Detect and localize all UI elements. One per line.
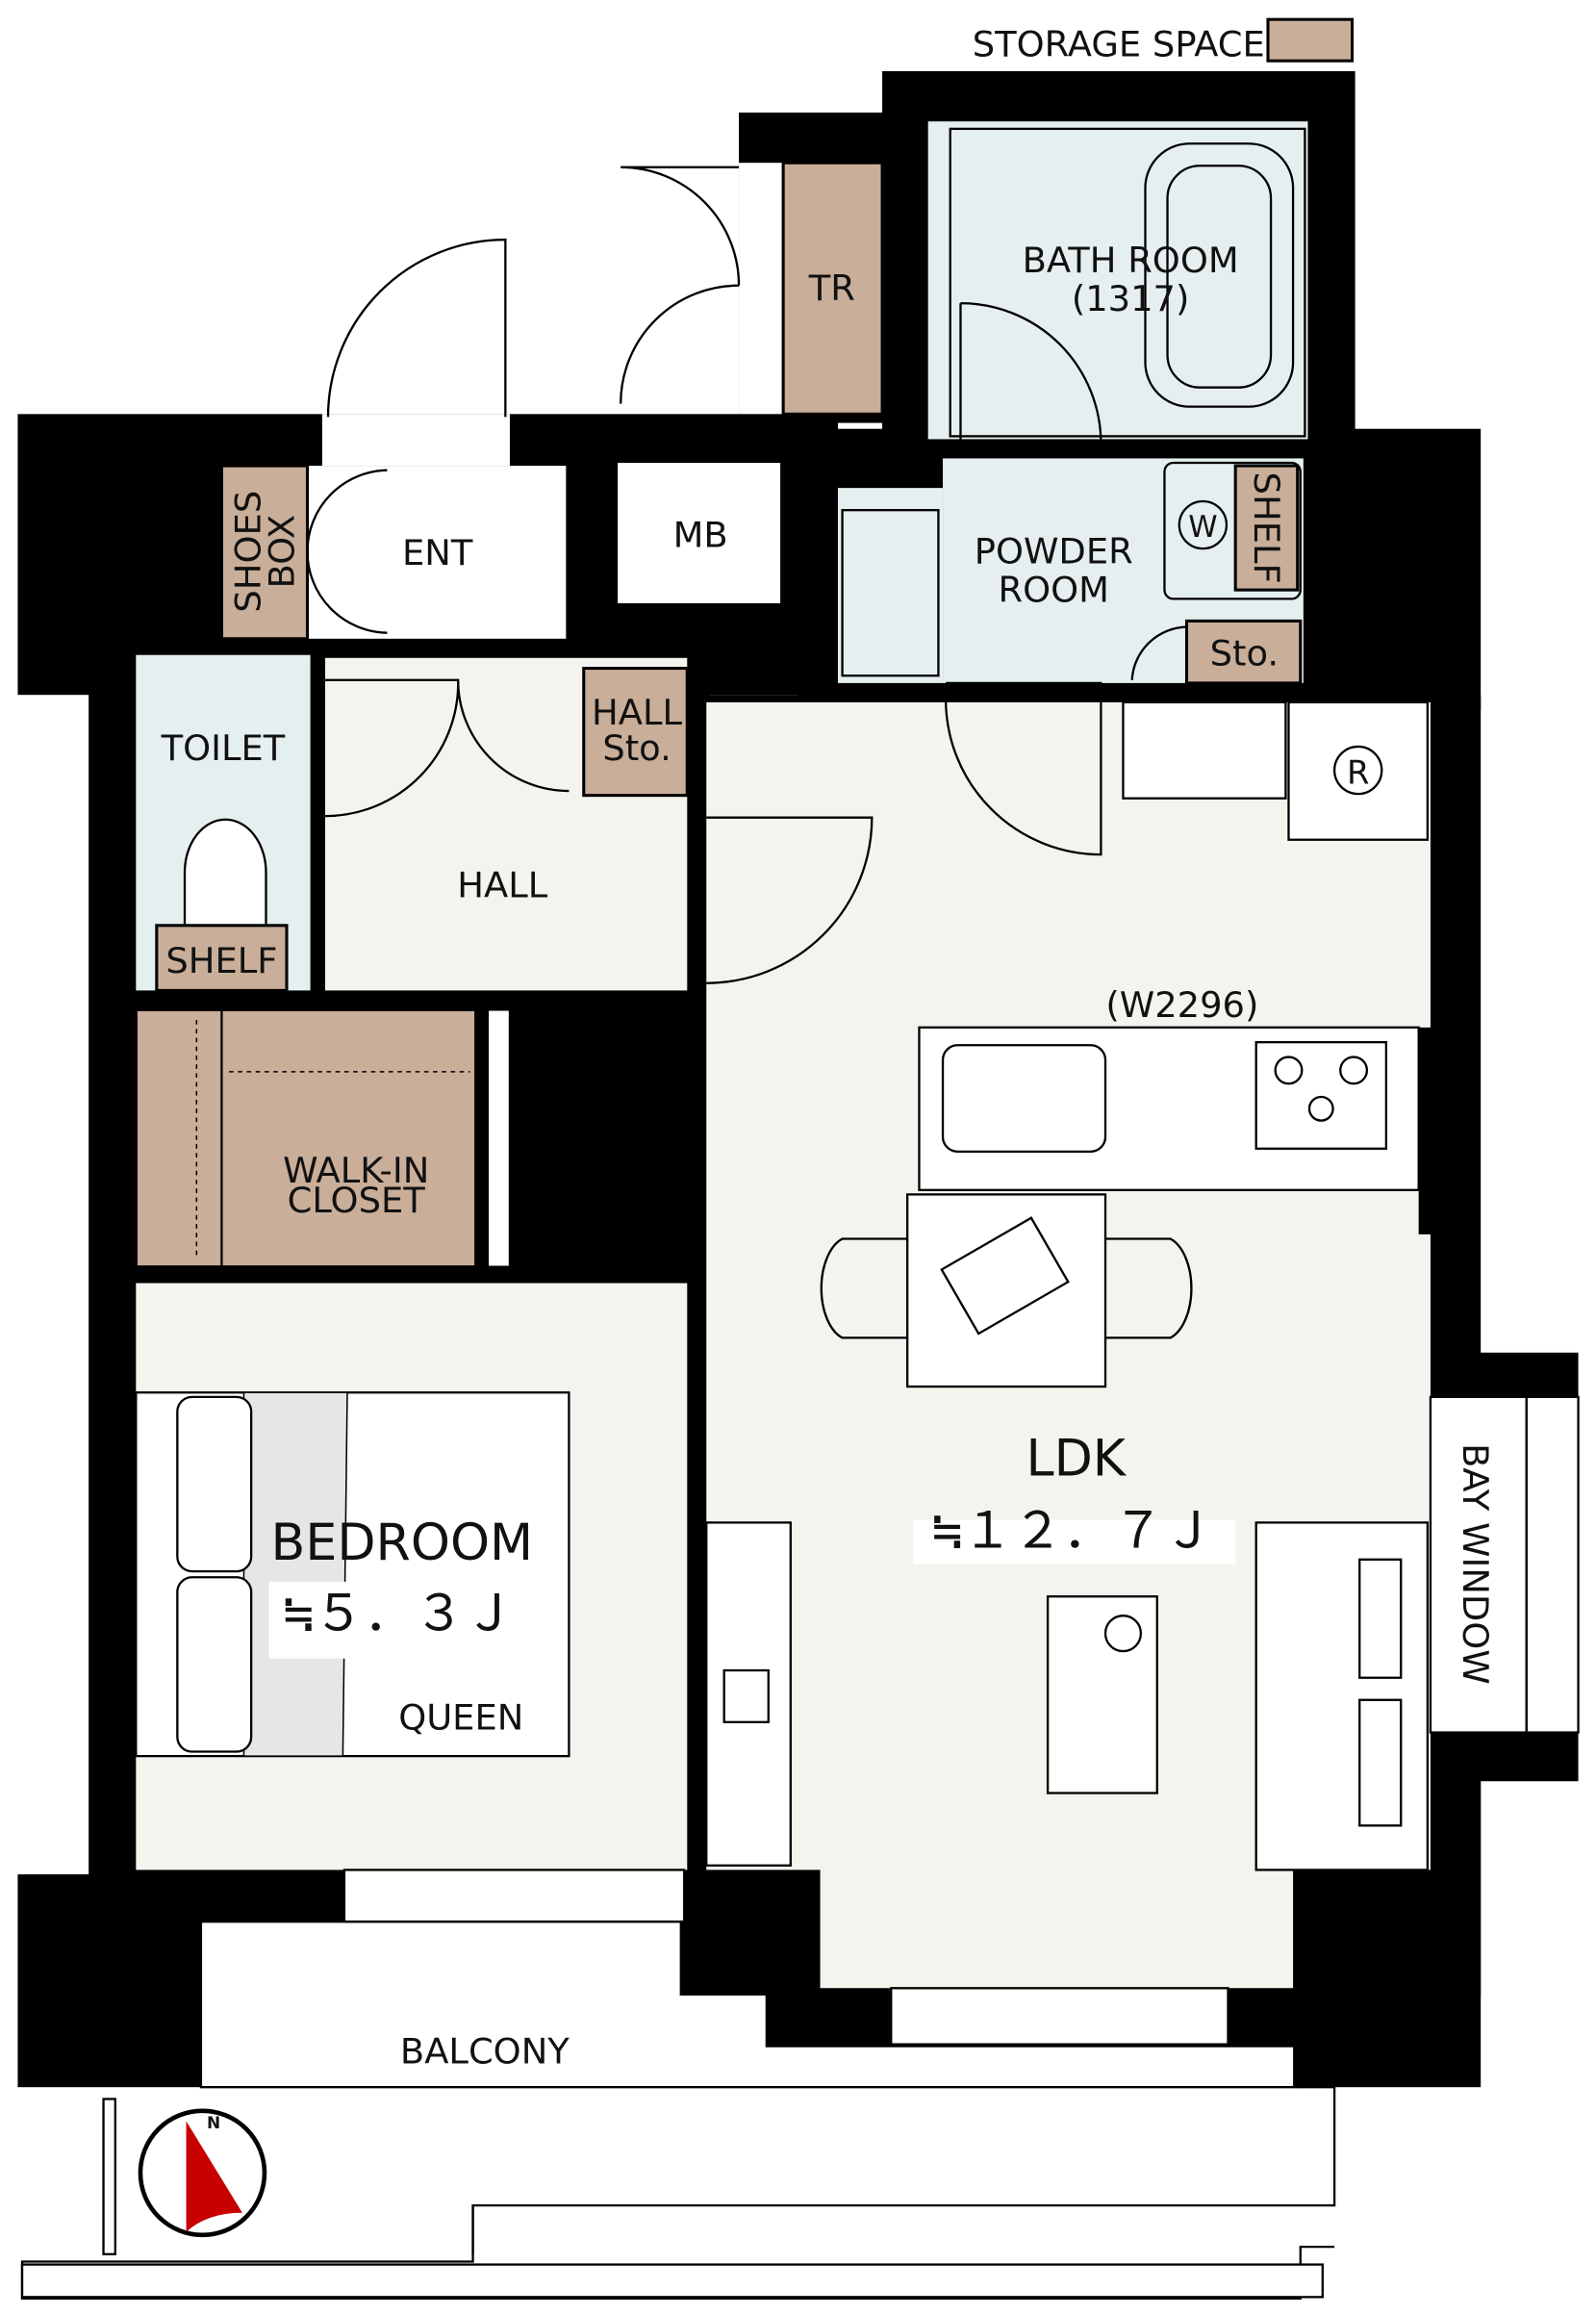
dining-table	[906, 1193, 1107, 1388]
hall-sto-label-2: Sto.	[602, 727, 671, 769]
bay-window[interactable]	[1429, 1395, 1528, 1734]
powder-storage	[1184, 619, 1303, 685]
powder-door[interactable]	[944, 681, 1102, 856]
fridge-label: R	[1347, 753, 1369, 791]
bed-size-label: QUEEN	[398, 1696, 523, 1738]
powder-label-1: POWDER	[975, 530, 1133, 572]
washer-label: W	[1188, 510, 1217, 545]
kitchen-cabinet	[1122, 700, 1287, 800]
balcony-label: BALCONY	[400, 2031, 570, 2073]
kitchen-width-label: (W2296)	[1105, 984, 1258, 1026]
balcony-post	[102, 2098, 116, 2255]
toilet-shelf	[155, 924, 289, 992]
ent-label: ENT	[402, 532, 473, 573]
shoes-box	[219, 464, 310, 641]
sink	[941, 1044, 1107, 1154]
coffee-table	[1046, 1595, 1158, 1794]
entrance-door[interactable]	[326, 238, 507, 418]
toilet-label: TOILET	[161, 727, 286, 769]
toilet-bowl	[183, 818, 267, 925]
bedroom-door[interactable]	[519, 1005, 684, 1169]
bath-size: (1317)	[1072, 278, 1190, 319]
powder-sto-label: Sto.	[1210, 632, 1279, 674]
meter-box	[618, 463, 781, 603]
legend-swatch	[1266, 17, 1355, 63]
compass-icon: N	[138, 2108, 267, 2238]
legend-label: STORAGE SPACE	[973, 24, 1265, 65]
powder-shelf	[1233, 464, 1300, 592]
toilet-door[interactable]	[324, 678, 570, 818]
vanity	[837, 488, 944, 683]
ldk-area: ≒１２．７Ｊ	[932, 1503, 1214, 1561]
bay-window-label: BAY WINDOW	[1455, 1443, 1496, 1685]
tr-label: TR	[808, 267, 855, 309]
mb-label: MB	[673, 515, 728, 556]
toilet-shelf-label: SHELF	[165, 940, 277, 981]
sofa	[1254, 1521, 1430, 1871]
bedroom-label: BEDROOM	[271, 1514, 534, 1572]
washer-icon	[1178, 499, 1229, 550]
bedroom-area: ≒５．３Ｊ	[284, 1586, 515, 1643]
hall-sto-label-1: HALL	[592, 692, 682, 733]
refrigerator	[1287, 700, 1430, 841]
ldk-label: LDK	[1026, 1430, 1127, 1488]
gas-stove	[1254, 1041, 1388, 1150]
dining-chairs	[820, 1237, 1193, 1339]
tr-storage	[781, 161, 884, 416]
hall-storage	[582, 667, 689, 798]
powder-label-2: ROOM	[999, 569, 1109, 610]
bathtub	[1144, 142, 1295, 408]
washer-pan	[1163, 461, 1302, 600]
closet-label-1: WALK-IN	[283, 1150, 429, 1191]
walk-in-closet	[134, 1007, 478, 1269]
balcony-ledge	[20, 2263, 1324, 2299]
powder-shelf-label: SHELF	[1246, 472, 1287, 584]
kitchen-counter	[918, 1026, 1420, 1191]
closet-door[interactable]	[486, 1008, 512, 1268]
shoes-box-label-2: BOX	[262, 515, 303, 589]
bath-label: BATH ROOM	[1023, 240, 1239, 281]
hall-label: HALL	[457, 865, 547, 906]
ldk-door[interactable]	[706, 816, 874, 984]
entrance	[307, 466, 567, 639]
tv-board	[705, 1521, 792, 1867]
compass-north: N	[207, 2113, 220, 2132]
tr-door[interactable]	[620, 165, 741, 404]
shoes-box-label-1: SHOES	[227, 491, 268, 613]
bath-door[interactable]	[959, 301, 1102, 445]
bedroom-window[interactable]	[342, 1869, 686, 1923]
closet-label-2: CLOSET	[288, 1180, 426, 1221]
ldk-window[interactable]	[890, 1987, 1229, 2046]
